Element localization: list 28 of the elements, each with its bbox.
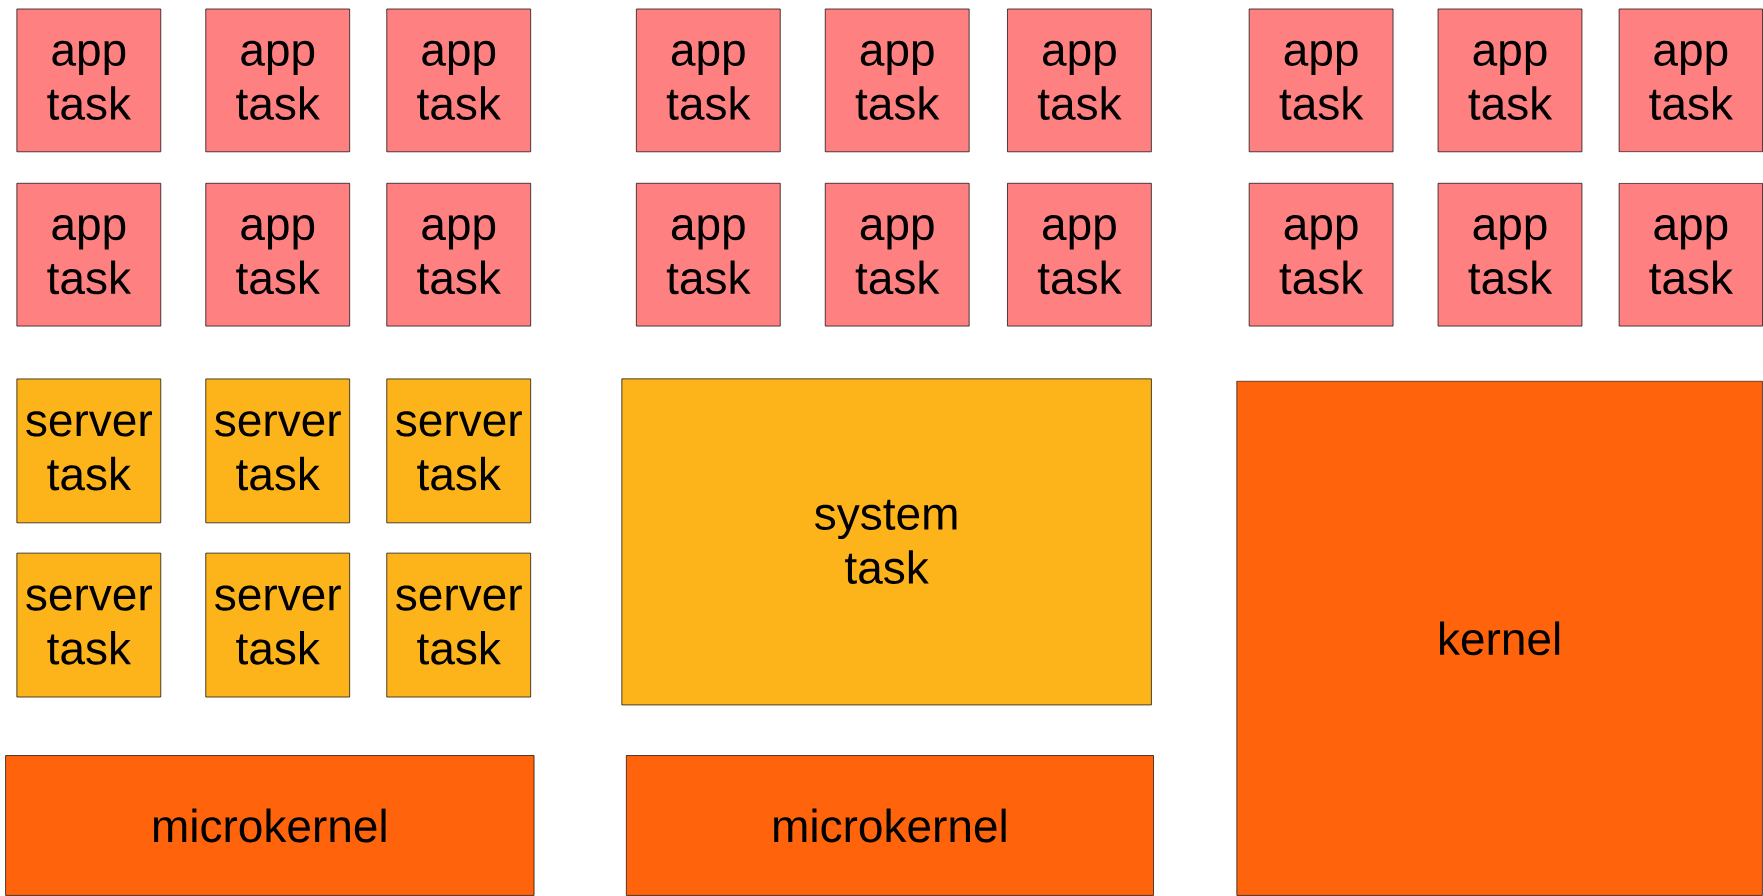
task-box: server task	[386, 378, 531, 524]
task-box: app task	[205, 182, 350, 327]
kernel-box: microkernel	[5, 755, 535, 896]
task-box: app task	[1618, 182, 1763, 327]
task-box: app task	[824, 8, 970, 153]
task-box: app task	[1437, 182, 1583, 327]
task-box: app task	[205, 8, 350, 153]
kernel-box: kernel	[1236, 380, 1763, 896]
task-box: app task	[1248, 8, 1394, 153]
task-box: app task	[386, 8, 531, 153]
kernel-box: microkernel	[625, 755, 1154, 896]
task-box: app task	[1007, 182, 1152, 327]
task-box: app task	[636, 182, 781, 327]
task-box: app task	[1248, 182, 1394, 327]
task-box: server task	[205, 552, 350, 698]
task-box: system task	[621, 378, 1152, 706]
task-box: app task	[16, 8, 162, 153]
task-box: app task	[16, 182, 162, 327]
task-box: server task	[16, 378, 162, 524]
task-box: app task	[1437, 8, 1583, 153]
task-box: app task	[1618, 8, 1763, 153]
task-box: app task	[824, 182, 970, 327]
task-box: app task	[386, 182, 531, 327]
task-box: server task	[205, 378, 350, 524]
task-box: app task	[1007, 8, 1152, 153]
task-box: server task	[16, 552, 162, 698]
task-box: server task	[386, 552, 531, 698]
task-box: app task	[636, 8, 781, 153]
